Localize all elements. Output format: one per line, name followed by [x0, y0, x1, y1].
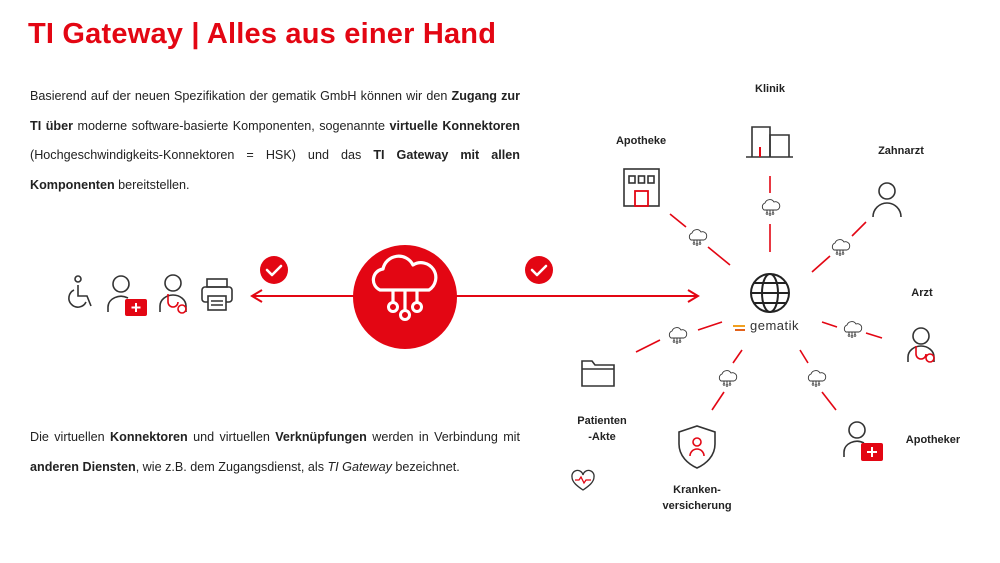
- outro-text-1: Die virtuellen: [30, 430, 111, 444]
- outro-text-2: und virtuellen: [187, 430, 276, 444]
- mini-cloud-icon: [831, 239, 851, 256]
- wheelchair-icon: [68, 275, 92, 308]
- hospital-building-icon: [746, 126, 793, 158]
- node-label-apotheke: Apotheke: [615, 135, 667, 147]
- pharmacist-icon: [843, 421, 883, 461]
- cloud-connector-icon: [353, 245, 457, 349]
- intro-text-3: (Hochgeschwindigkeits-Konnektoren = HSK)…: [30, 148, 374, 162]
- main-connection-arrow: [250, 289, 700, 303]
- intro-text-2: moderne software-basierte Komponenten, s…: [72, 118, 390, 133]
- mini-cloud-icon: [668, 327, 688, 344]
- insurance-shield-icon: [678, 425, 716, 469]
- printer-icon: [201, 278, 233, 311]
- node-label-line: versicherung: [662, 500, 732, 512]
- outro-paragraph: Die virtuellen Konnektoren und virtuelle…: [30, 423, 520, 482]
- gematik-brand-text: gematik: [750, 318, 800, 333]
- mini-cloud-icon: [807, 370, 827, 387]
- node-label-line: -Akte: [588, 431, 616, 443]
- mini-cloud-icon: [843, 321, 863, 338]
- outro-text-5: bezeichnet.: [391, 459, 460, 474]
- check-icon: [260, 256, 288, 284]
- outro-bold-2: Verknüpfungen: [275, 430, 367, 444]
- outro-bold-1: Konnektoren: [110, 430, 188, 444]
- folder-icon: [581, 360, 615, 387]
- intro-bold-1: Zugang zur TI über: [30, 89, 520, 133]
- intro-text-1: Basierend auf der neuen Spezifikation de…: [30, 89, 452, 103]
- node-label-line: Kranken-: [673, 484, 721, 496]
- check-icon: [525, 256, 553, 284]
- pharmacy-shop-icon: [623, 168, 660, 207]
- mini-cloud-icon: [761, 199, 781, 216]
- intro-text-4: bereitstellen.: [114, 177, 190, 192]
- intro-paragraph: Basierend auf der neuen Spezifikation de…: [30, 82, 520, 200]
- outro-text-3: werden in Verbindung mit: [366, 430, 520, 444]
- node-label-zahnarzt: Zahnarzt: [878, 145, 924, 157]
- node-label-apotheker: Apotheker: [905, 434, 961, 446]
- node-label-krankenversicherung: Kranken- versicherung: [652, 482, 742, 514]
- mini-cloud-icon: [718, 370, 738, 387]
- dentist-person-icon: [872, 182, 902, 218]
- mini-cloud-icon: [688, 229, 708, 246]
- intro-bold-2: virtuelle Konnektoren: [389, 118, 520, 133]
- outro-bold-3: anderen Diensten: [30, 459, 136, 474]
- outro-text-4: , wie z.B. dem Zugangsdienst, als: [135, 459, 328, 474]
- node-label-klinik: Klinik: [755, 83, 785, 95]
- doctor-icon: [907, 327, 935, 363]
- heart-pulse-icon: [571, 469, 595, 491]
- globe-icon: [750, 273, 790, 313]
- caregiver-icon: [107, 275, 147, 316]
- node-label-line: Patienten: [577, 415, 627, 427]
- node-label-patientenakte: Patienten -Akte: [566, 413, 638, 445]
- gematik-logo-mark: [733, 325, 745, 331]
- intro-bold-3: TI Gateway mit allen Komponenten: [30, 148, 520, 192]
- node-label-arzt: Arzt: [911, 287, 933, 299]
- doctor-icon: [159, 274, 187, 314]
- outro-italic-1: TI Gateway: [327, 459, 392, 474]
- page-title: TI Gateway | Alles aus einer Hand: [28, 18, 497, 50]
- spokes: [635, 176, 883, 411]
